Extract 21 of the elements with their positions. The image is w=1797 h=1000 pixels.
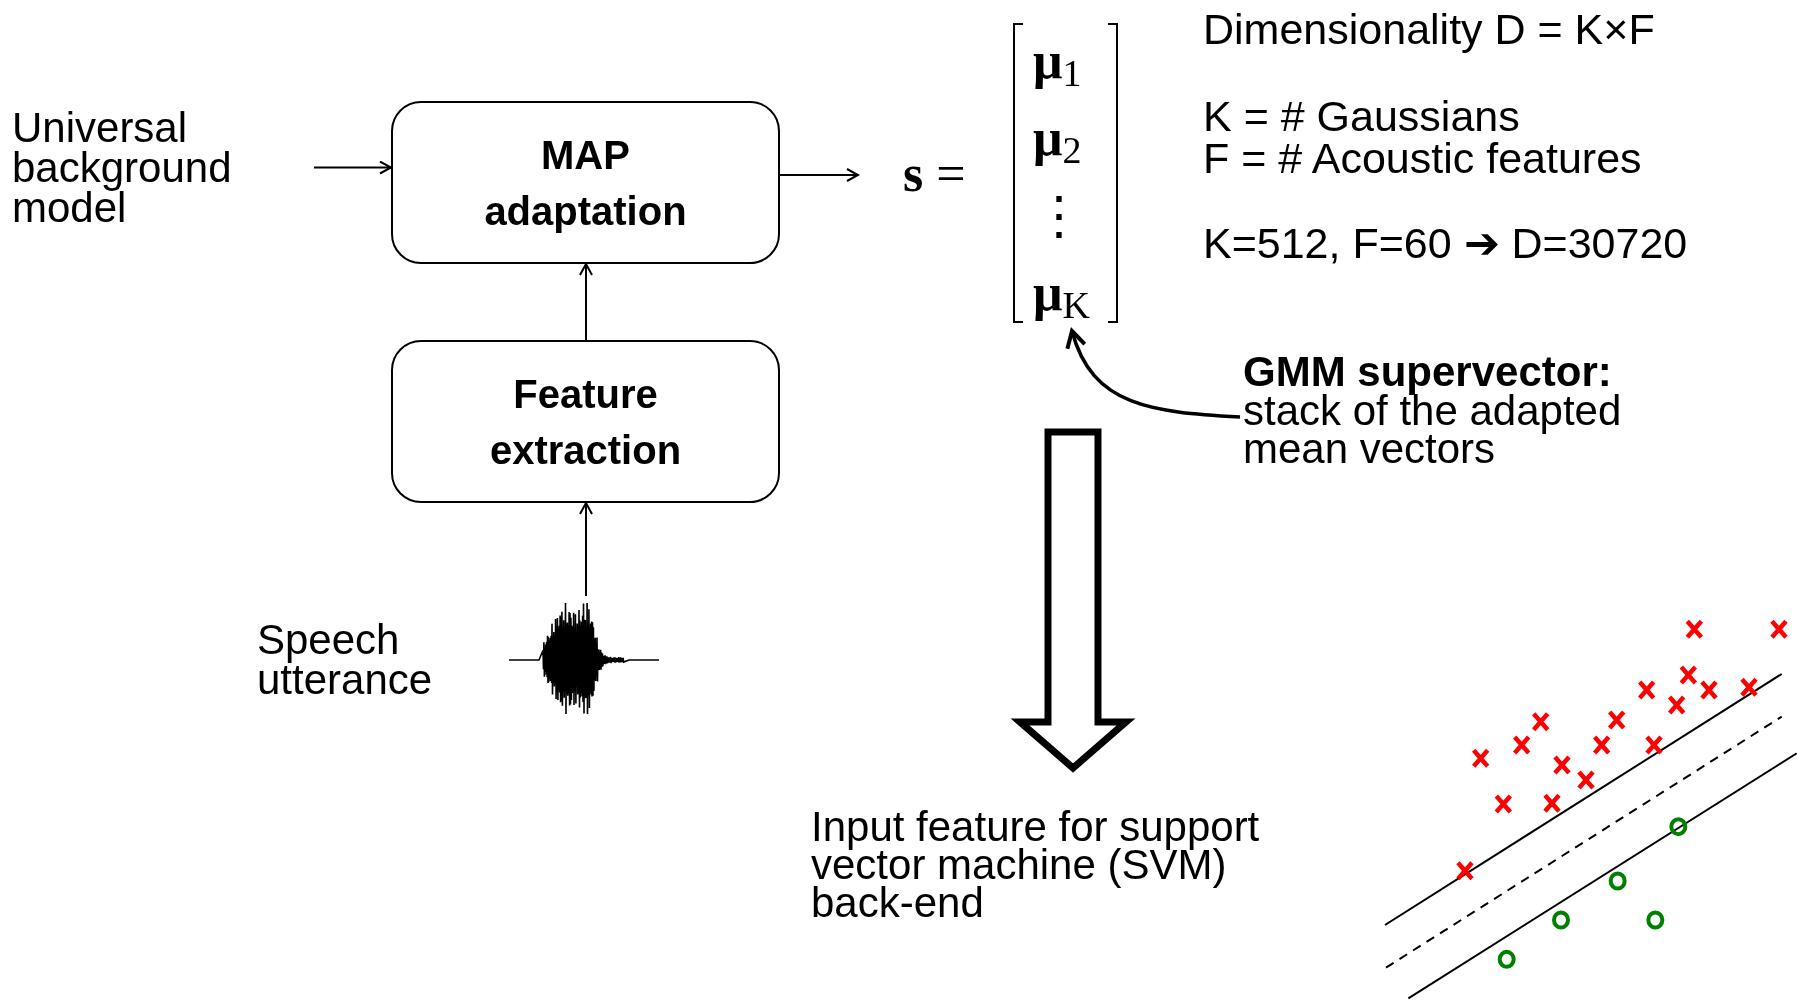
- arrow: [779, 168, 859, 182]
- note-text: K = # Gaussians: [1203, 95, 1520, 137]
- equation-text: s =: [903, 143, 967, 203]
- text-label: Input feature for support vector machine (SVM) back-end: [811, 807, 1261, 922]
- arrow: [579, 502, 593, 597]
- box-label: MAP adaptation: [483, 131, 688, 235]
- note-text: F = # Acoustic features: [1203, 137, 1642, 179]
- box-label: Feature extraction: [488, 370, 683, 474]
- vector-entry: μ$_{1}$: [1033, 31, 1082, 91]
- vector-entry: ⋮: [1033, 185, 1085, 246]
- note-text: K=512, F=60 ➔ D=30720: [1203, 222, 1688, 264]
- text-label: Universal background model: [12, 107, 233, 228]
- vector-entry: μ$_{K}$: [1033, 263, 1090, 323]
- process-box: [391, 101, 780, 264]
- hollow-block-arrow: [1010, 428, 1136, 773]
- vector-entry: μ$_{2}$: [1033, 108, 1082, 169]
- arrow: [579, 263, 593, 341]
- text-label: Speech utterance: [257, 619, 434, 700]
- arrow: [313, 160, 392, 175]
- curved-arrow: [1066, 329, 1241, 419]
- process-box: [391, 340, 780, 503]
